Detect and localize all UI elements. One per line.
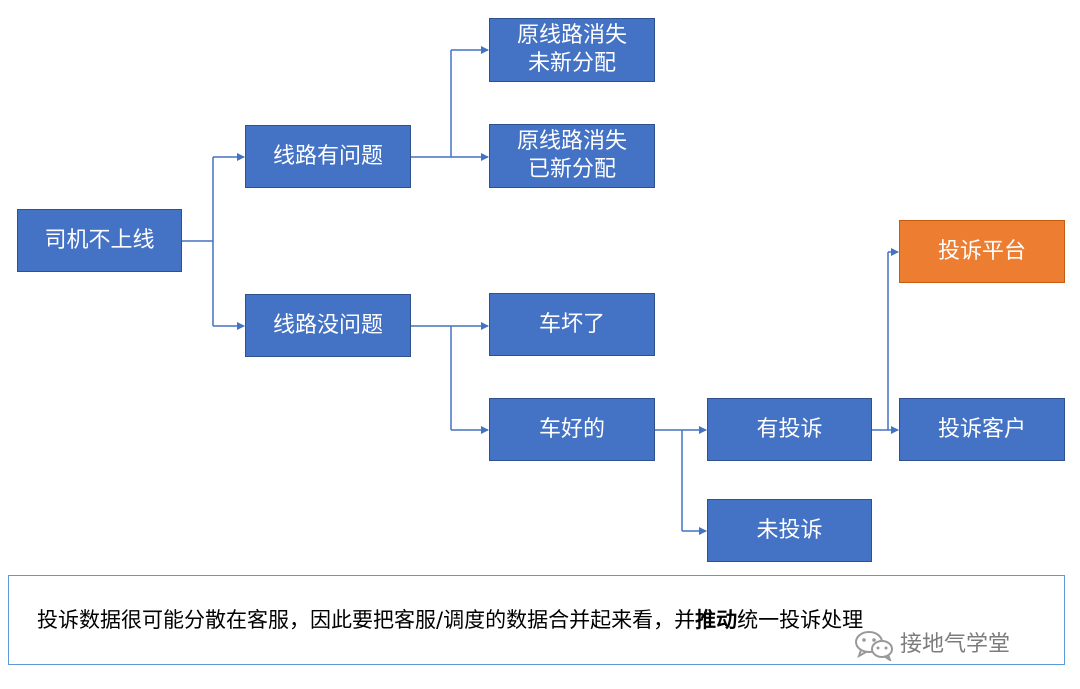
node-no-complaint-label: 未投诉: [756, 517, 823, 543]
node-lost-assigned-line2: 已新分配: [527, 157, 616, 182]
node-root: 司机不上线: [17, 209, 182, 272]
node-lost-assigned-line1: 原线路消失: [516, 129, 627, 154]
node-lost-unassigned-line2: 未新分配: [527, 51, 616, 76]
note-text-bold: 推动: [695, 608, 738, 632]
node-car-broken: 车坏了: [489, 293, 655, 356]
note-text: 投诉数据很可能分散在客服，因此要把客服/调度的数据合并起来看，并推动统一投诉处理: [37, 606, 863, 634]
node-has-complaint-label: 有投诉: [756, 416, 823, 442]
node-complaint-customer: 投诉客户: [899, 398, 1065, 461]
note-text-part2: 统一投诉处理: [737, 608, 864, 632]
watermark: 接地气学堂: [852, 629, 1010, 661]
node-lost-assigned: 原线路消失 已新分配: [489, 124, 655, 188]
node-route-problem: 线路有问题: [245, 125, 411, 188]
node-car-good-label: 车好的: [538, 416, 605, 442]
node-car-good: 车好的: [489, 398, 655, 461]
wechat-icon: [855, 631, 893, 661]
node-complaint-customer-label: 投诉客户: [937, 416, 1026, 442]
node-route-problem-label: 线路有问题: [272, 143, 383, 169]
node-route-ok: 线路没问题: [245, 294, 411, 357]
note-text-part1: 投诉数据很可能分散在客服，因此要把客服/调度的数据合并起来看，并: [37, 608, 696, 632]
node-root-label: 司机不上线: [44, 227, 155, 253]
node-car-broken-label: 车坏了: [538, 311, 605, 337]
node-has-complaint: 有投诉: [707, 398, 872, 461]
node-complaint-platform-label: 投诉平台: [937, 238, 1026, 264]
node-route-ok-label: 线路没问题: [272, 312, 383, 338]
node-no-complaint: 未投诉: [707, 499, 872, 562]
node-lost-unassigned: 原线路消失 未新分配: [489, 18, 655, 82]
watermark-text: 接地气学堂: [900, 632, 1011, 657]
node-complaint-platform: 投诉平台: [899, 220, 1065, 283]
node-lost-unassigned-line1: 原线路消失: [516, 23, 627, 48]
